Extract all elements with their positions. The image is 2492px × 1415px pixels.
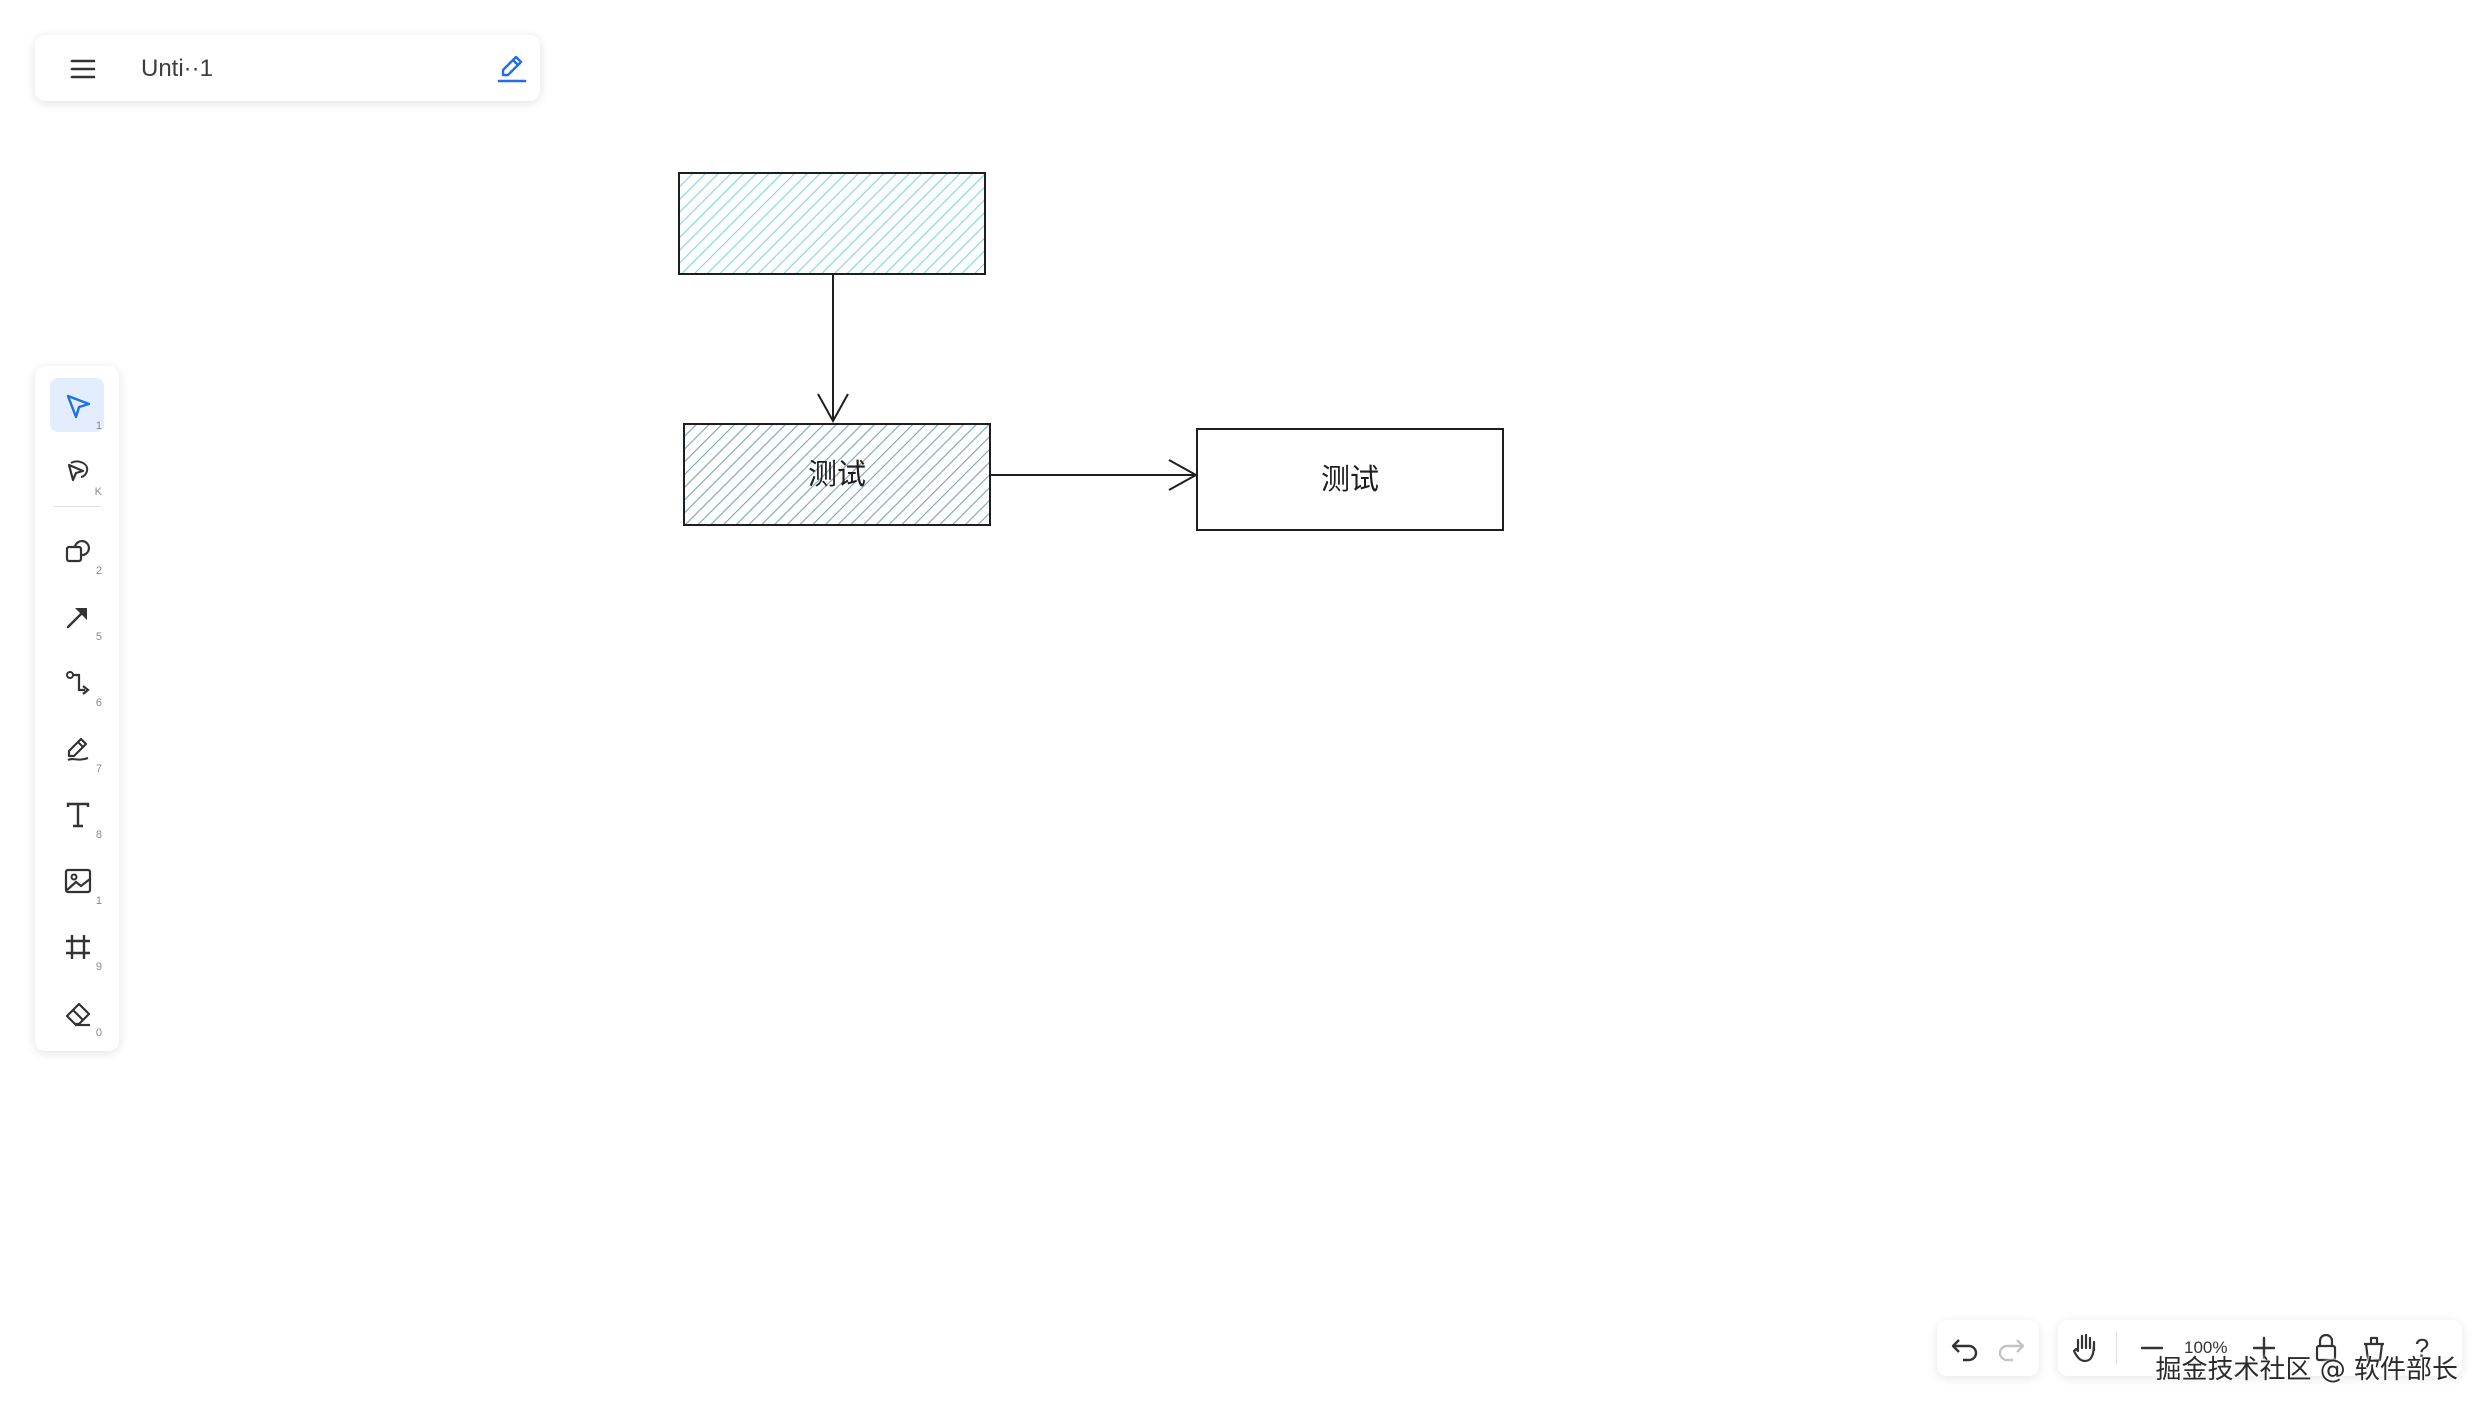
tool-arrow[interactable]: 5 — [50, 589, 104, 643]
tool-image[interactable]: 1 — [50, 853, 104, 907]
tool-hotkey: 7 — [95, 763, 102, 775]
tool-connector[interactable]: 6 — [50, 655, 104, 709]
tool-eraser[interactable]: 0 — [50, 985, 104, 1039]
tool-select[interactable]: 1 — [50, 378, 104, 432]
hand-pan-icon[interactable] — [2068, 1330, 2104, 1366]
shapes-icon — [65, 540, 90, 563]
connector-icon — [66, 671, 90, 695]
tool-frame[interactable]: 9 — [50, 919, 104, 973]
tool-shape[interactable]: 2 — [50, 523, 104, 577]
lasso-icon — [67, 460, 89, 482]
control-divider — [2116, 1332, 2117, 1364]
tool-hotkey: 2 — [95, 565, 102, 577]
help-icon[interactable]: ? — [2414, 1333, 2430, 1363]
zoom-level[interactable]: 100% — [2184, 1338, 2228, 1357]
arrow-right-connector[interactable] — [990, 459, 1199, 491]
pen-icon — [67, 737, 89, 761]
tool-hotkey: 9 — [95, 961, 102, 973]
lock-icon[interactable] — [2308, 1330, 2344, 1366]
shape-label-middle: 测试 — [807, 457, 866, 491]
watermark-text: 掘金技术社区 @ 软件部长 — [2155, 1355, 2458, 1385]
undo-icon[interactable] — [1947, 1330, 1983, 1366]
title-bar: Unti··1 — [35, 35, 540, 101]
arrow-down-connector[interactable] — [817, 274, 849, 424]
tool-hotkey: K — [94, 486, 102, 498]
document-title[interactable]: Unti··1 — [141, 55, 214, 82]
tool-hotkey: 0 — [95, 1027, 102, 1039]
diagram-box-top[interactable] — [678, 172, 986, 275]
history-controls — [1937, 1320, 2039, 1376]
arrow-icon — [66, 608, 87, 629]
tool-hotkey: 1 — [95, 895, 102, 907]
zoom-out-icon[interactable] — [2134, 1330, 2170, 1366]
tool-lasso[interactable]: K — [50, 444, 104, 498]
menu-icon[interactable] — [65, 51, 101, 87]
tool-palette: 1 K 2 5 — [35, 366, 119, 1051]
tool-hotkey: 6 — [95, 697, 102, 709]
shape-label-right: 测试 — [1320, 462, 1379, 496]
tool-pen[interactable]: 7 — [50, 721, 104, 775]
select-cursor-icon — [66, 394, 91, 419]
clean-canvas-icon[interactable] — [2356, 1330, 2392, 1366]
tool-hotkey: 1 — [95, 420, 102, 432]
zoom-in-icon[interactable] — [2246, 1330, 2282, 1366]
toolbar-divider — [53, 506, 101, 507]
diagram-box-right[interactable] — [1196, 428, 1504, 531]
frame-icon — [66, 935, 90, 959]
redo-icon[interactable] — [1993, 1330, 2029, 1366]
tool-text[interactable]: 8 — [50, 787, 104, 841]
tool-hotkey: 5 — [95, 631, 102, 643]
diagram-box-middle[interactable] — [683, 423, 991, 526]
text-icon — [66, 802, 90, 828]
edit-title-icon[interactable] — [493, 49, 531, 87]
image-icon — [64, 868, 92, 894]
eraser-icon — [65, 1002, 91, 1027]
tool-hotkey: 8 — [95, 829, 102, 841]
view-controls: 100% ? — [2058, 1320, 2462, 1376]
